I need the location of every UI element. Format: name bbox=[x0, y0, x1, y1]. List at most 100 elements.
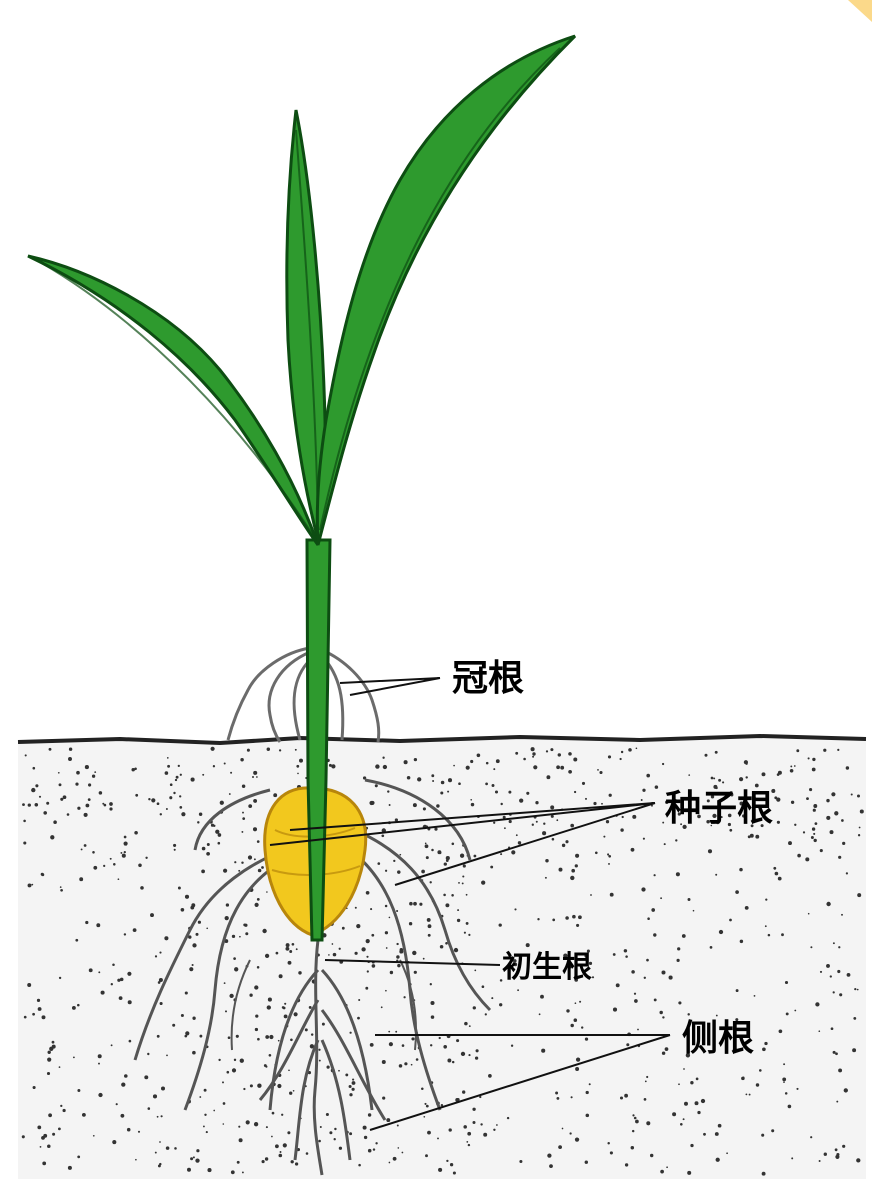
soil-dot bbox=[444, 862, 447, 865]
soil-dot bbox=[703, 1133, 706, 1136]
soil-dot bbox=[643, 838, 645, 840]
soil-dot bbox=[181, 908, 185, 912]
soil-dot bbox=[366, 891, 370, 895]
soil-dot bbox=[203, 1125, 205, 1127]
soil-dot bbox=[229, 994, 233, 998]
soil-dot bbox=[243, 1088, 245, 1090]
soil-dot bbox=[579, 1001, 581, 1003]
soil-dot bbox=[514, 908, 516, 910]
soil-dot bbox=[396, 955, 399, 958]
soil-dot bbox=[234, 1059, 236, 1061]
soil-dot bbox=[77, 1004, 80, 1007]
soil-dot bbox=[495, 790, 498, 793]
soil-dot bbox=[349, 1085, 352, 1088]
soil-dot bbox=[480, 1123, 482, 1125]
soil-dot bbox=[138, 864, 142, 868]
soil-dot bbox=[483, 1133, 487, 1137]
soil-dot bbox=[665, 1047, 669, 1051]
soil-dot bbox=[329, 764, 332, 767]
soil-dot bbox=[295, 1162, 298, 1165]
soil-dot bbox=[739, 868, 743, 872]
soil-dot bbox=[421, 1088, 424, 1091]
soil-dot bbox=[116, 1103, 118, 1105]
soil-dot bbox=[298, 971, 301, 974]
soil-dot bbox=[430, 1001, 434, 1005]
soil-dot bbox=[124, 933, 126, 935]
soil-dot bbox=[46, 802, 49, 805]
soil-dot bbox=[291, 1160, 294, 1163]
soil-dot bbox=[447, 1059, 451, 1063]
soil-dot bbox=[237, 1161, 240, 1164]
soil-dot bbox=[120, 1114, 124, 1118]
soil-dot bbox=[575, 1138, 579, 1142]
soil-dot bbox=[531, 747, 535, 751]
soil-dot bbox=[184, 1035, 187, 1038]
soil-dot bbox=[835, 1148, 838, 1151]
soil-dot bbox=[157, 1035, 160, 1038]
soil-dot bbox=[181, 1014, 184, 1017]
soil-dot bbox=[124, 842, 128, 846]
soil-dot bbox=[607, 1142, 609, 1144]
soil-dot bbox=[842, 842, 845, 845]
soil-dot bbox=[407, 776, 411, 780]
soil-dot bbox=[267, 1005, 271, 1009]
soil-dot bbox=[342, 927, 345, 930]
soil-dot bbox=[386, 947, 388, 949]
soil-dot bbox=[545, 877, 547, 879]
soil-dot bbox=[48, 1113, 52, 1117]
soil-dot bbox=[241, 831, 243, 833]
soil-dot bbox=[552, 838, 555, 841]
soil-dot bbox=[179, 806, 182, 809]
soil-dot bbox=[654, 998, 657, 1001]
soil-dot bbox=[191, 778, 195, 782]
soil-dot bbox=[92, 851, 95, 854]
soil-dot bbox=[271, 1136, 273, 1138]
soil-dot bbox=[467, 1132, 471, 1136]
soil-dot bbox=[397, 870, 400, 873]
soil-dot bbox=[582, 782, 585, 785]
soil-dot bbox=[677, 947, 680, 950]
soil-dot bbox=[159, 1163, 161, 1165]
soil-dot bbox=[783, 1081, 785, 1083]
soil-dot bbox=[637, 1029, 639, 1031]
soil-dot bbox=[373, 1148, 375, 1150]
soil-dot bbox=[73, 1056, 75, 1058]
soil-dot bbox=[220, 801, 224, 805]
soil-dot bbox=[701, 1099, 705, 1103]
soil-dot bbox=[358, 1164, 361, 1167]
soil-dot bbox=[215, 830, 219, 834]
soil-dot bbox=[285, 947, 289, 951]
soil-dot bbox=[138, 1131, 140, 1133]
soil-dot bbox=[309, 1006, 312, 1009]
soil-dot bbox=[222, 1081, 224, 1083]
soil-dot bbox=[355, 907, 357, 909]
soil-dot bbox=[634, 993, 636, 995]
soil-dot bbox=[491, 997, 493, 999]
soil-dot bbox=[624, 1094, 628, 1098]
soil-dot bbox=[666, 1166, 668, 1168]
soil-dot bbox=[85, 804, 89, 808]
soil-dot bbox=[635, 1120, 639, 1124]
crown-root-label: 冠根 bbox=[452, 658, 524, 699]
soil-dot bbox=[779, 1029, 783, 1033]
soil-dot bbox=[570, 876, 574, 880]
soil-dot bbox=[385, 931, 388, 934]
soil-dot bbox=[124, 836, 127, 839]
soil-dot bbox=[265, 954, 269, 958]
soil-dot bbox=[250, 1084, 253, 1087]
soil-dot bbox=[170, 783, 173, 786]
soil-dot bbox=[59, 1066, 61, 1068]
soil-dot bbox=[457, 909, 459, 911]
soil-dot bbox=[88, 798, 91, 801]
soil-dot bbox=[662, 763, 664, 765]
soil-dot bbox=[242, 1171, 244, 1173]
soil-dot bbox=[131, 768, 134, 771]
soil-dot bbox=[693, 910, 695, 912]
soil-dot bbox=[508, 791, 511, 794]
soil-dot bbox=[597, 769, 599, 771]
soil-dot bbox=[568, 752, 572, 756]
soil-dot bbox=[466, 766, 470, 770]
soil-dot bbox=[782, 1078, 786, 1082]
soil-dot bbox=[831, 792, 835, 796]
soil-dot bbox=[729, 829, 732, 832]
